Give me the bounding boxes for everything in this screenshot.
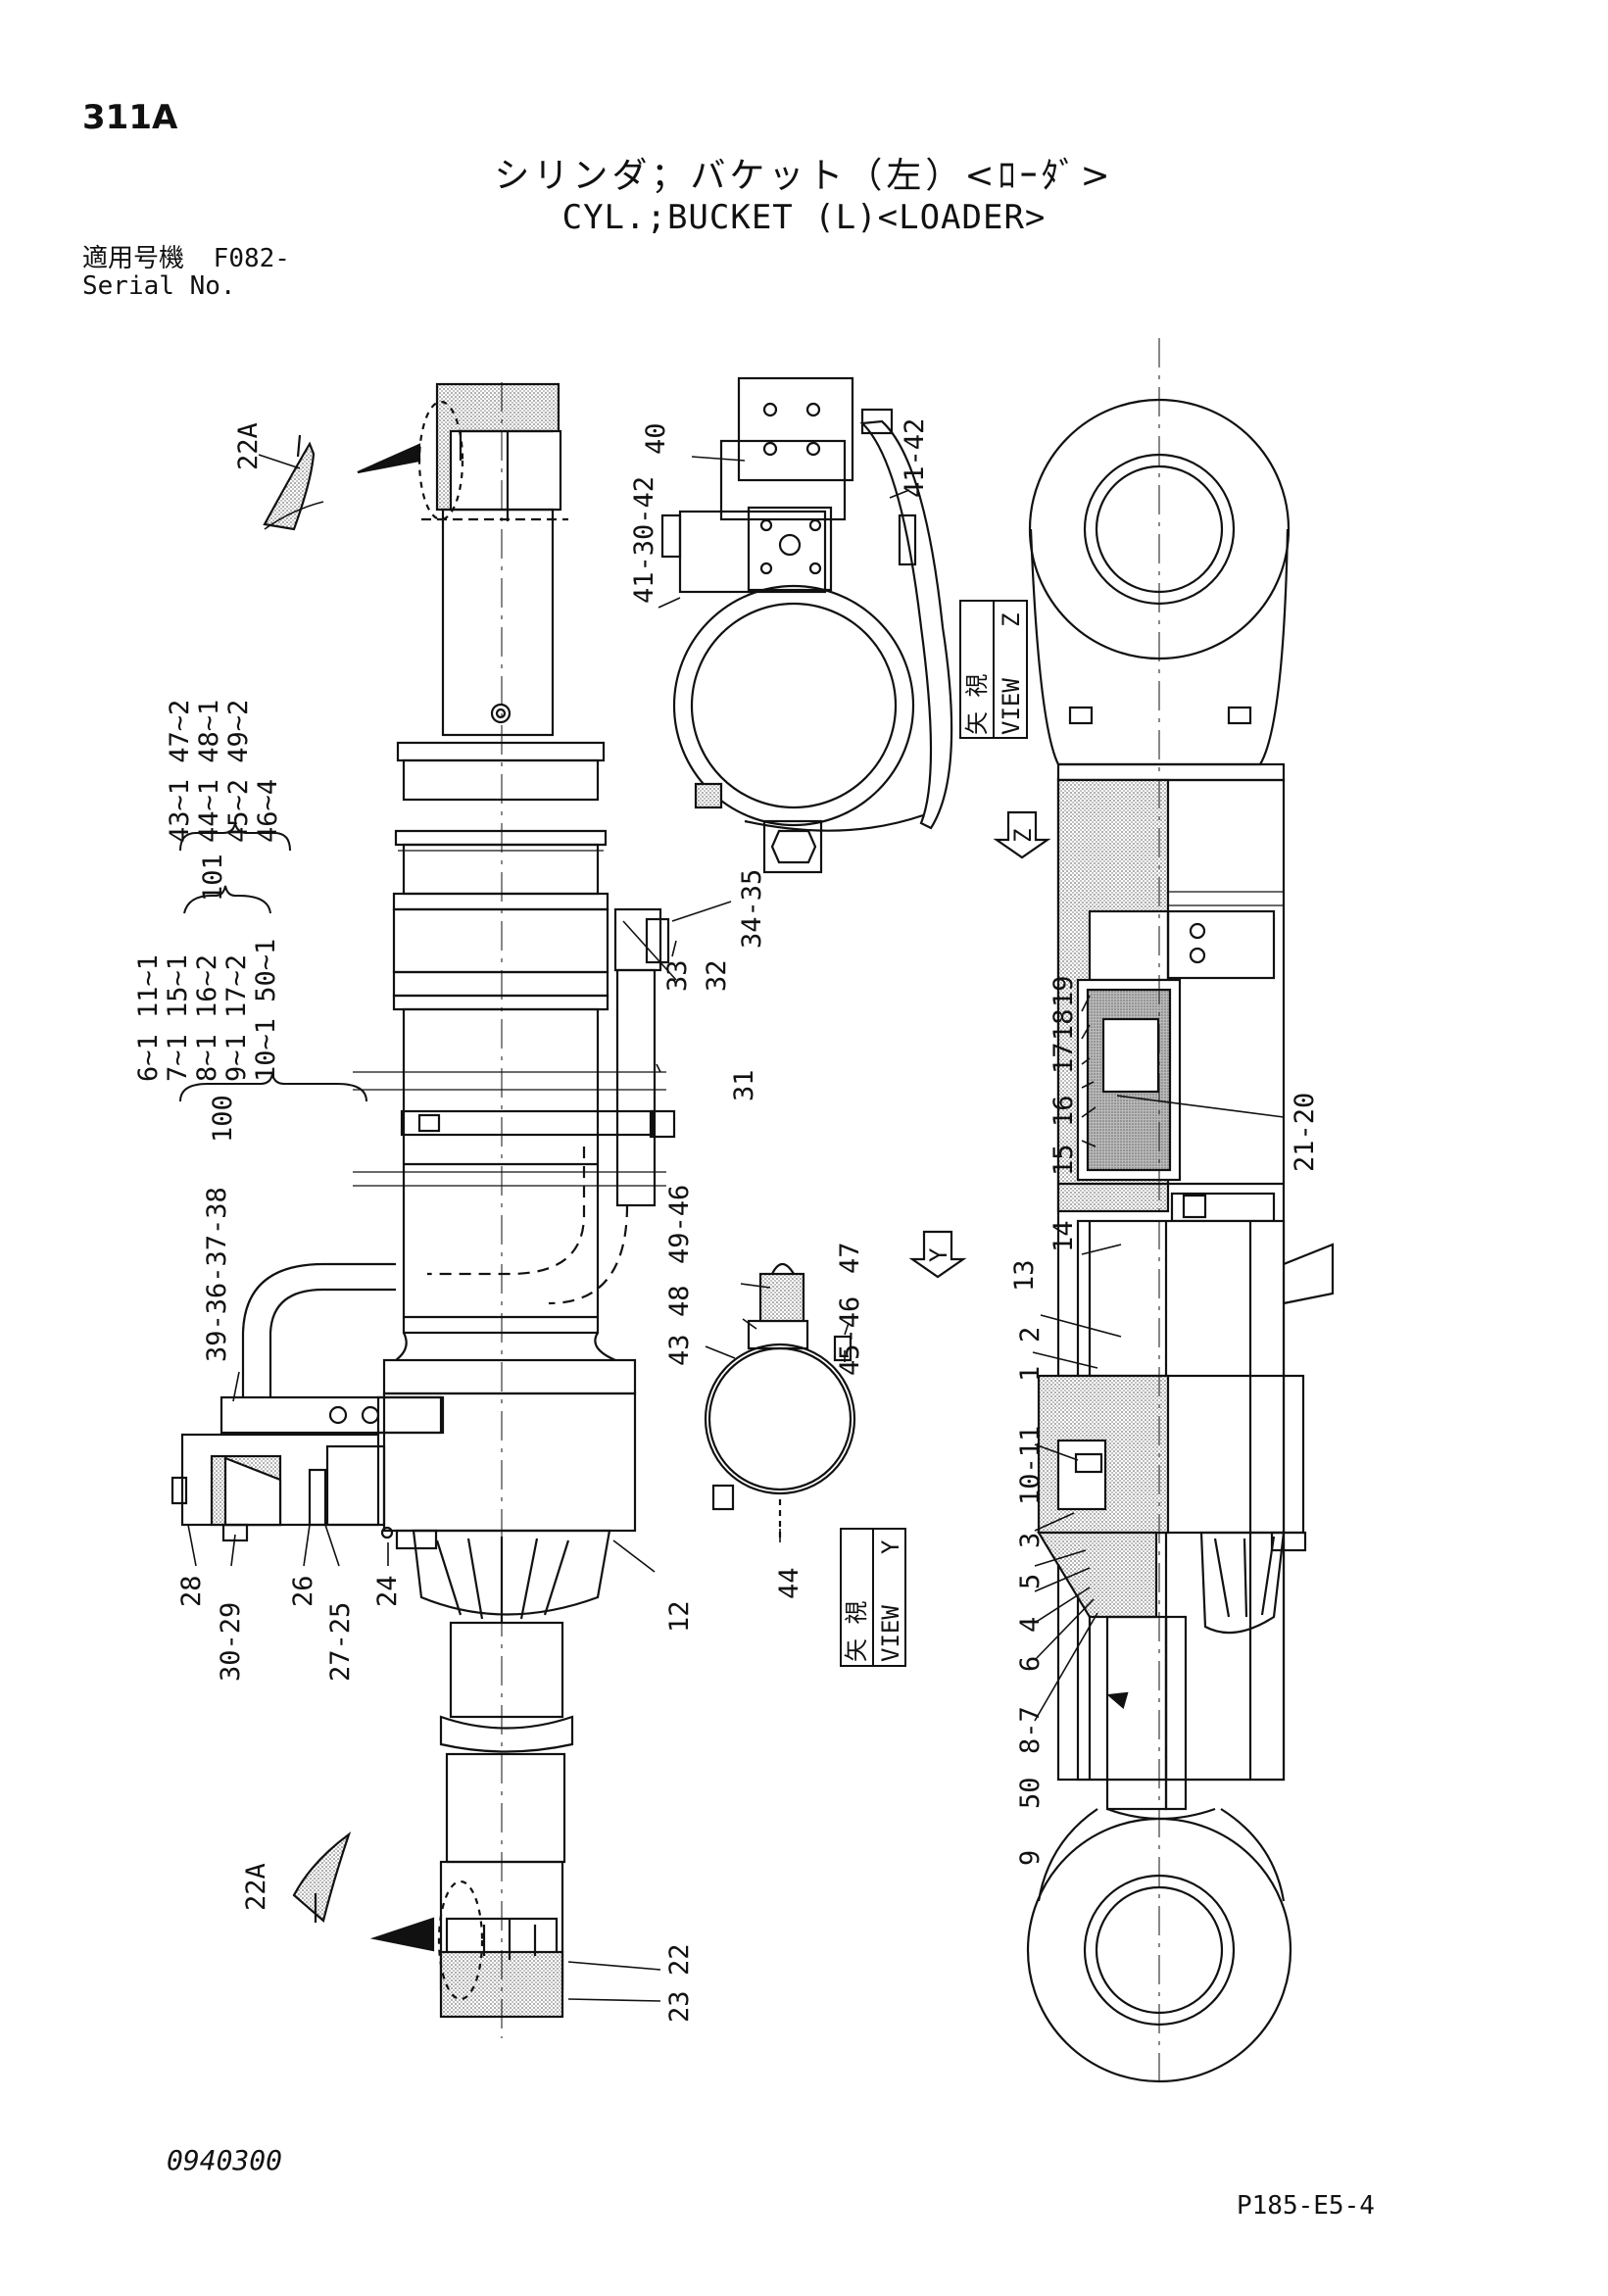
callout-43: 43 bbox=[664, 1334, 695, 1366]
callout-44: 44 bbox=[774, 1567, 804, 1599]
view-z-en: VIEW bbox=[998, 678, 1025, 735]
right-cylinder-section-drawing bbox=[908, 338, 1335, 2087]
view-y-letter: Y bbox=[877, 1539, 904, 1554]
kit-101-row: 44~1 48~1 bbox=[194, 700, 224, 843]
kit-101-row: 43~1 47~2 bbox=[165, 700, 195, 843]
callout-19: 19 bbox=[1048, 975, 1079, 1007]
serial-label-jp: 適用号機 bbox=[82, 244, 185, 273]
callout-26: 26 bbox=[288, 1575, 318, 1607]
title-japanese: シリンダ；バケット（左）<ﾛｰﾀﾞ> bbox=[494, 156, 1114, 196]
serial-value: F082- bbox=[213, 244, 290, 273]
callout-14: 14 bbox=[1048, 1220, 1079, 1252]
document-number: 0940300 bbox=[167, 2144, 283, 2176]
callout-1: 1 bbox=[1015, 1366, 1046, 1382]
clamp-view-y-drawing bbox=[704, 1262, 856, 1540]
kit-100-row: 8~1 16~2 bbox=[192, 954, 222, 1082]
callout-27-25: 27-25 bbox=[325, 1602, 356, 1682]
view-y-en: VIEW bbox=[877, 1605, 904, 1662]
leader-lines bbox=[187, 454, 1285, 2002]
arrow-y-letter: Y bbox=[925, 1247, 952, 1262]
callout-6: 6 bbox=[1015, 1656, 1046, 1672]
callout-12: 12 bbox=[664, 1600, 695, 1633]
kit-100: 100 6~1 11~1 7~1 15~1 8~1 16~2 9~1 17~2 … bbox=[133, 939, 281, 1143]
kit-100-row: 10~1 50~1 bbox=[251, 939, 281, 1082]
serial-block: 適用号機 F082- Serial No. bbox=[82, 245, 290, 300]
page-reference: P185-E5-4 bbox=[1237, 2191, 1375, 2221]
callout-33: 33 bbox=[662, 959, 693, 992]
callout-22a-bottom: 22A bbox=[241, 1863, 271, 1911]
callout-39-36-37-38: 39-36-37-38 bbox=[202, 1187, 232, 1362]
callout-17: 17 bbox=[1048, 1042, 1079, 1074]
callout-50: 50 bbox=[1015, 1777, 1046, 1809]
callout-41-42: 41-42 bbox=[900, 418, 930, 498]
callout-41-30-42: 41-30-42 bbox=[629, 476, 659, 604]
kit-100-row: 6~1 11~1 bbox=[133, 954, 164, 1082]
view-y-box bbox=[840, 1528, 906, 1667]
callout-9: 9 bbox=[1015, 1850, 1046, 1866]
callout-45-46: 45-46 bbox=[835, 1296, 865, 1376]
callout-30-29: 30-29 bbox=[216, 1602, 246, 1682]
kit-100-row: 7~1 15~1 bbox=[163, 954, 193, 1082]
clamp-view-z-drawing bbox=[660, 376, 953, 874]
callout-23: 23 bbox=[664, 1990, 695, 2023]
callout-40: 40 bbox=[641, 422, 671, 455]
serial-label-en: Serial No. bbox=[82, 271, 236, 301]
callout-5: 5 bbox=[1015, 1574, 1046, 1589]
kit-100-row: 9~1 17~2 bbox=[221, 954, 252, 1082]
title-english: CYL.;BUCKET (L)<LOADER> bbox=[561, 198, 1047, 237]
kit-101-row: 46~4 bbox=[253, 779, 283, 843]
view-z-jp: 矢 視 bbox=[963, 674, 991, 735]
callout-32: 32 bbox=[702, 959, 732, 992]
view-z-box bbox=[959, 600, 1028, 739]
callout-48: 48 bbox=[664, 1285, 695, 1317]
callout-3: 3 bbox=[1015, 1533, 1046, 1548]
callout-28: 28 bbox=[176, 1575, 207, 1607]
kit-101: 101 43~1 47~2 44~1 48~1 45~2 49~2 46~4 bbox=[165, 700, 283, 902]
view-labels: 矢 視 VIEW Z 矢 視 VIEW Y Z Y bbox=[843, 613, 1037, 1662]
left-cylinder-drawing bbox=[171, 382, 676, 2038]
kit-101-row: 45~2 49~2 bbox=[223, 700, 254, 843]
callout-4: 4 bbox=[1015, 1617, 1046, 1633]
callout-22a-top: 22A bbox=[233, 422, 264, 470]
callout-8-7: 8-7 bbox=[1015, 1706, 1046, 1754]
callout-16: 16 bbox=[1048, 1095, 1079, 1127]
callout-22: 22 bbox=[664, 1943, 695, 1976]
callout-15: 15 bbox=[1048, 1144, 1079, 1176]
page-code: 311A bbox=[82, 98, 178, 137]
arrow-z-letter: Z bbox=[1009, 829, 1037, 843]
kit-101-id: 101 bbox=[198, 854, 228, 902]
callout-10-11: 10-11 bbox=[1015, 1426, 1046, 1505]
view-z-letter: Z bbox=[998, 613, 1025, 627]
callout-2: 2 bbox=[1015, 1327, 1046, 1343]
kit-100-id: 100 bbox=[208, 1095, 238, 1143]
callout-21-20: 21-20 bbox=[1290, 1093, 1320, 1172]
callout-34-35: 34-35 bbox=[737, 869, 767, 949]
serial-line-jp: 適用号機 F082- bbox=[82, 245, 290, 272]
callout-31: 31 bbox=[729, 1069, 759, 1101]
callout-47: 47 bbox=[835, 1242, 865, 1274]
callout-labels: 22A 22A 40 41-30-42 41-42 34-35 32 33 31… bbox=[176, 418, 1320, 2023]
view-y-jp: 矢 視 bbox=[843, 1601, 870, 1662]
callout-49-46: 49-46 bbox=[664, 1185, 695, 1264]
kit-braces bbox=[179, 822, 367, 1102]
callout-18: 18 bbox=[1048, 1008, 1079, 1041]
callout-24: 24 bbox=[372, 1575, 403, 1607]
callout-13: 13 bbox=[1009, 1259, 1040, 1292]
